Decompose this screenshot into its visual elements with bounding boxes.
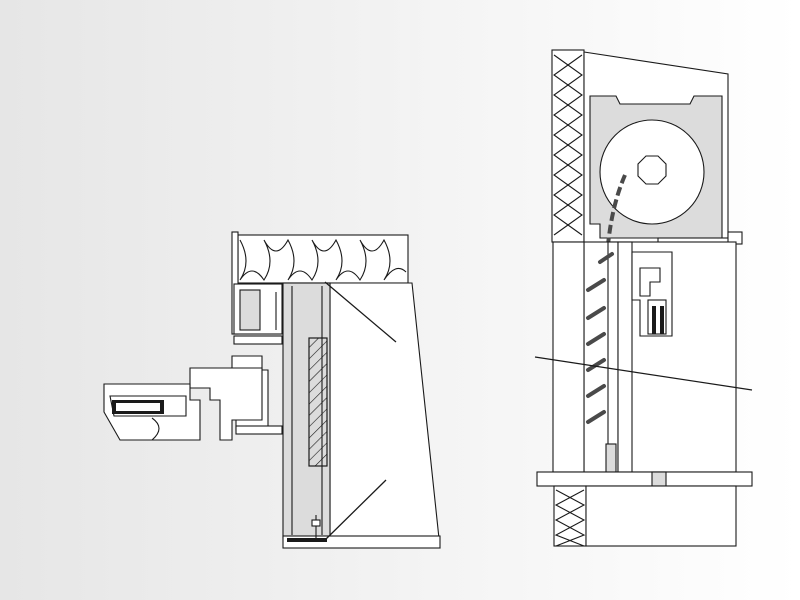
shutter-slat-icon [586,252,614,424]
insulation-column-upper [551,49,585,243]
left-section [103,231,441,549]
leader-line-diagonal [534,356,753,391]
wood-grain-hatch-icon [308,337,328,467]
insulation-hatch-icon [231,231,409,335]
leader-line-top [324,281,397,343]
sill-plate [536,471,753,487]
leader-line-bottom [324,479,387,541]
insulation-column-lower [553,485,587,547]
shutter-roller-octagon-icon [637,155,667,185]
right-section [534,49,753,547]
